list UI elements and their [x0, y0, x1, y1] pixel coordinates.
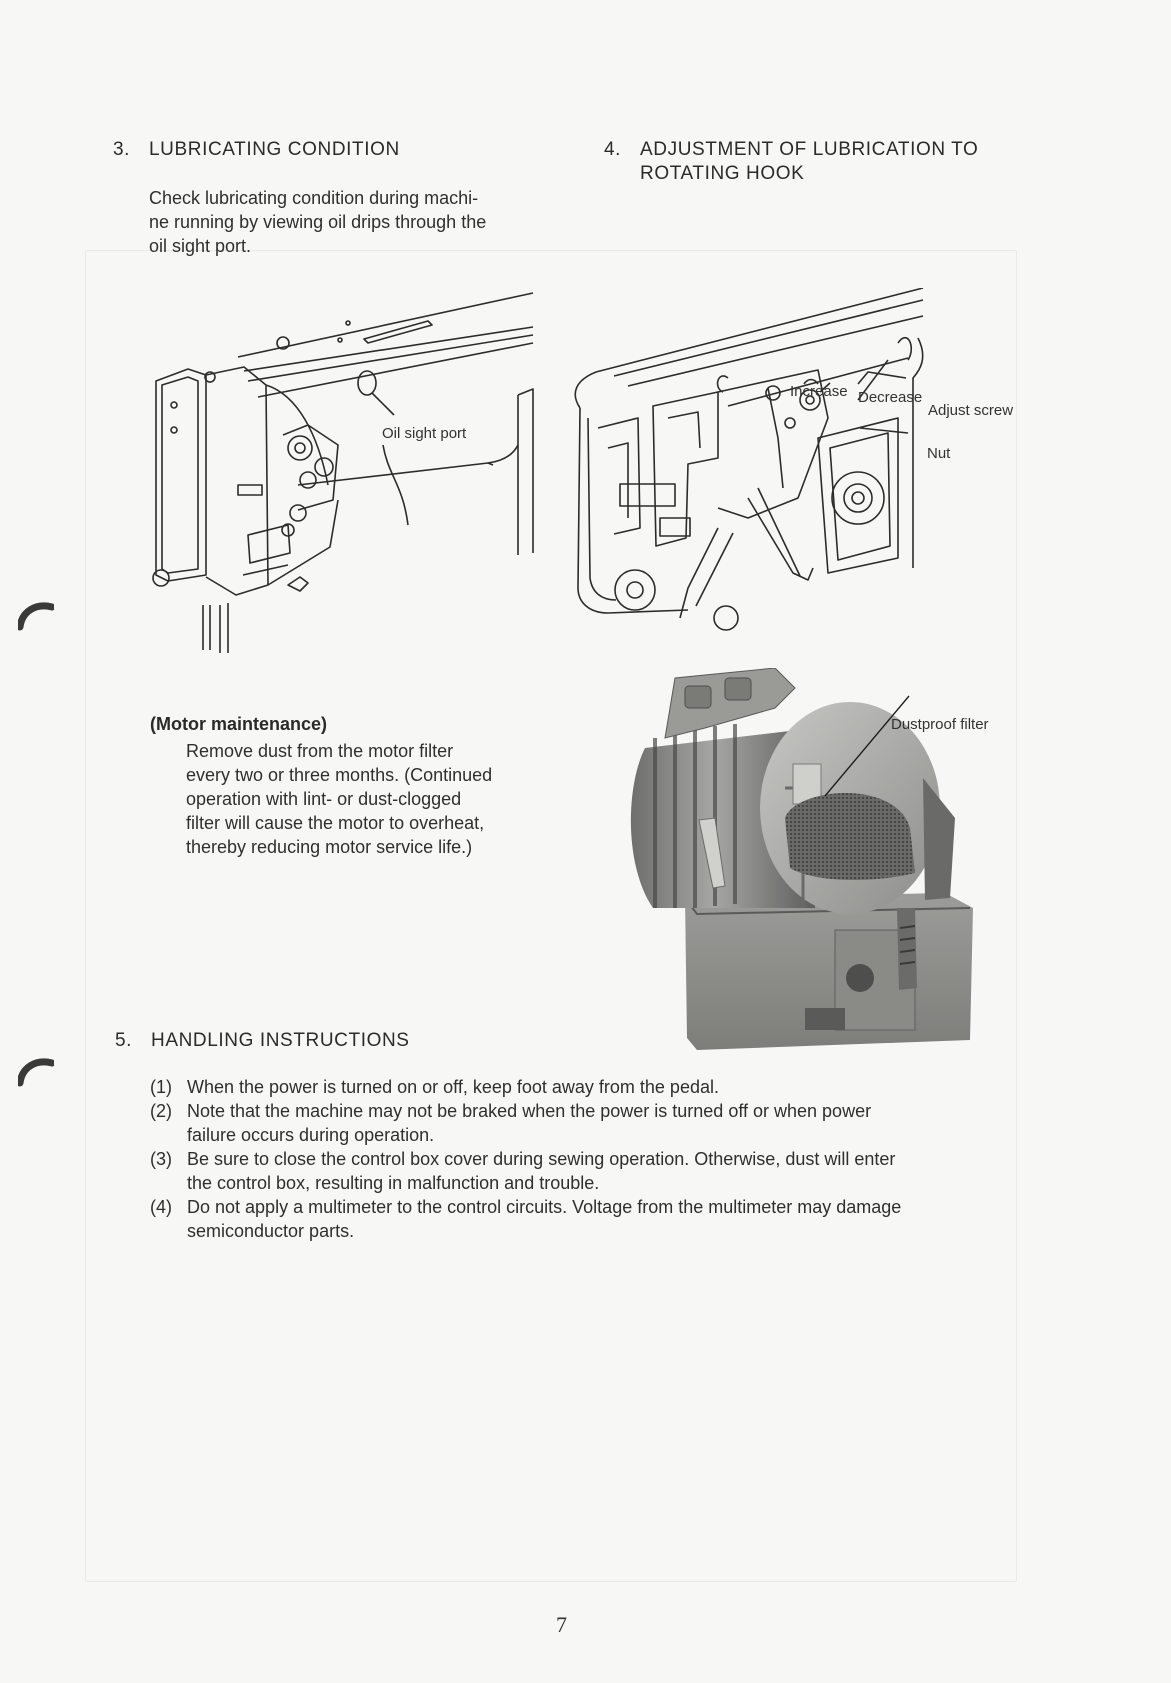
- section-title-line: ADJUSTMENT OF LUBRICATION TO: [640, 139, 979, 160]
- section-number: 5.: [115, 1030, 133, 1051]
- body-line: oil sight port.: [149, 236, 252, 256]
- body-line: every two or three months. (Continued: [186, 765, 493, 785]
- body-line: thereby reducing motor service life.): [186, 837, 473, 857]
- section-title: HANDLING INSTRUCTIONS: [151, 1030, 410, 1051]
- list-item: (2) Note that the machine may not be bra…: [150, 1099, 1050, 1147]
- motor-photo: [630, 668, 973, 1050]
- list-marker: (1): [150, 1077, 172, 1097]
- body-line: operation with lint- or dust-clogged: [186, 789, 462, 809]
- list-marker: (3): [150, 1149, 172, 1169]
- body-line: ne running by viewing oil drips through …: [149, 212, 487, 232]
- dustproof-filter-label: Dustproof filter: [891, 716, 989, 733]
- section-number: 4.: [604, 139, 622, 160]
- motor-maintenance-body: Remove dust from the motor filter every …: [186, 739, 555, 859]
- list-item-text: Be sure to close the control box cover d…: [187, 1149, 896, 1169]
- section-number: 3.: [113, 139, 131, 160]
- oil-sight-port-label: Oil sight port: [382, 425, 467, 442]
- binder-hole-icon: [18, 1058, 54, 1087]
- body-line: Check lubricating condition during machi…: [149, 188, 479, 208]
- section-3-body: Check lubricating condition during machi…: [149, 186, 555, 258]
- body-line: filter will cause the motor to overheat,: [186, 813, 485, 833]
- bleed-through-frame: [85, 250, 1017, 1582]
- list-item-text: Do not apply a multimeter to the control…: [187, 1197, 902, 1217]
- nut-label: Nut: [927, 445, 951, 462]
- adjust-screw-label: Adjust screw: [928, 402, 1014, 419]
- page-number: 7: [556, 1612, 567, 1637]
- section-4-heading: 4. ADJUSTMENT OF LUBRICATION TO ROTATING …: [604, 138, 978, 186]
- list-item: (4) Do not apply a multimeter to the con…: [150, 1195, 1050, 1243]
- machine-head-illustration: [152, 292, 534, 653]
- rotating-hook-illustration: [574, 288, 924, 631]
- list-item-text: failure occurs during operation.: [187, 1125, 435, 1145]
- motor-maintenance-heading: (Motor maintenance): [150, 714, 328, 734]
- list-marker: (2): [150, 1101, 172, 1121]
- handling-instructions-list: (1) When the power is turned on or off, …: [150, 1075, 1050, 1243]
- list-item-text: When the power is turned on or off, keep…: [187, 1077, 719, 1097]
- list-item-text: the control box, resulting in malfunctio…: [187, 1173, 600, 1193]
- section-3-heading: 3. LUBRICATING CONDITION: [113, 138, 400, 162]
- section-title: LUBRICATING CONDITION: [149, 139, 400, 160]
- list-item-text: Note that the machine may not be braked …: [187, 1101, 872, 1121]
- body-line: Remove dust from the motor filter: [186, 741, 454, 761]
- section-title-line: ROTATING HOOK: [640, 163, 805, 184]
- list-item: (1) When the power is turned on or off, …: [150, 1075, 1050, 1099]
- binder-hole-icon: [18, 602, 54, 631]
- decrease-label: Decrease: [858, 389, 923, 406]
- list-item-text: semiconductor parts.: [187, 1221, 355, 1241]
- list-item: (3) Be sure to close the control box cov…: [150, 1147, 1050, 1195]
- section-5-heading: 5. HANDLING INSTRUCTIONS: [115, 1029, 410, 1053]
- list-marker: (4): [150, 1197, 172, 1217]
- increase-label: Increase: [790, 383, 848, 400]
